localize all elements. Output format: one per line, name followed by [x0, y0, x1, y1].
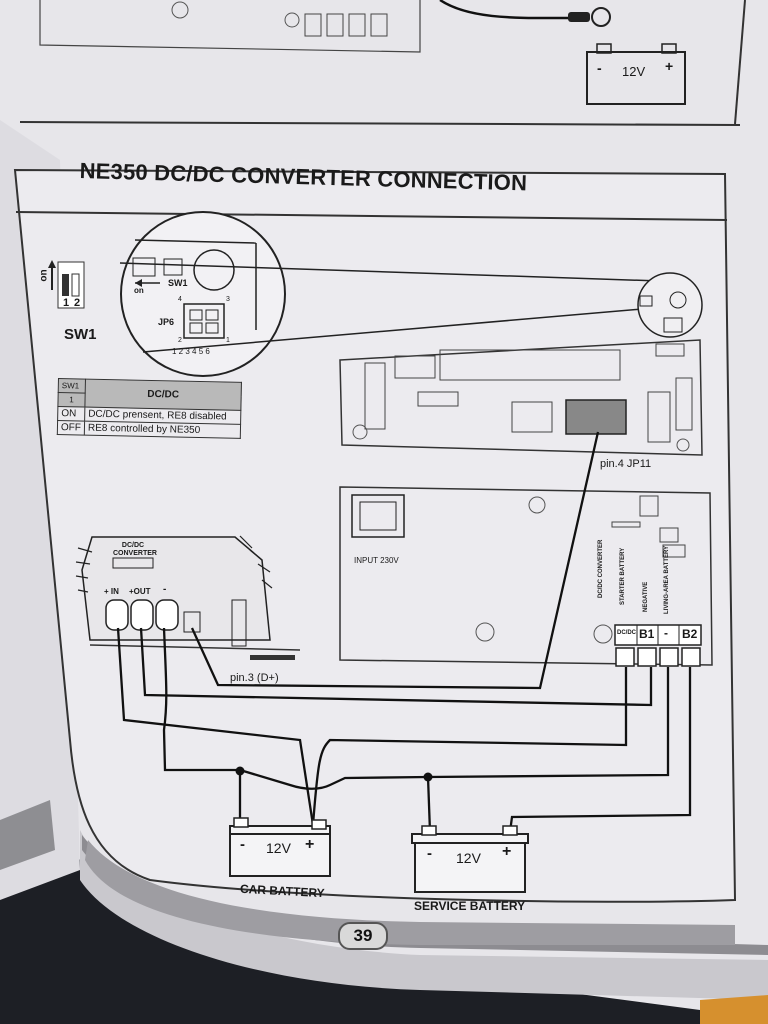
table-cell-state: OFF	[57, 420, 85, 436]
table-header-sw1: SW1	[58, 378, 86, 394]
table-cell-state: ON	[57, 406, 85, 422]
service-battery-name: SERVICE BATTERY	[414, 899, 526, 913]
term-neg-desc: NEGATIVE	[643, 581, 649, 612]
converter-neg-label: -	[163, 584, 167, 595]
input-label: INPUT 230V	[354, 556, 399, 565]
sw1-table: SW1 DC/DC 1 ON DC/DC prensent, RE8 disab…	[57, 378, 242, 439]
zoom-on-label: on	[134, 286, 144, 295]
car-battery-minus: -	[240, 836, 245, 853]
jp6-pin-numbers: 1 2 3 4 5 6	[172, 347, 210, 356]
switch-pos-1: 1	[63, 297, 70, 309]
pin3-label: pin.3 (D+)	[230, 672, 279, 684]
converter-box-title: DC/DC CONVERTER	[113, 542, 157, 557]
term-b1: B1	[639, 627, 655, 641]
term-neg: -	[664, 626, 668, 640]
pin4-label: pin.4 JP11	[600, 458, 652, 470]
switch-on-label: on	[38, 269, 50, 282]
zoom-sw1-label: SW1	[168, 278, 188, 288]
pin-4: 4	[178, 296, 182, 303]
term-dcdc: DC/DC	[617, 630, 636, 636]
table-header-sub: 1	[57, 392, 86, 408]
pin-2: 2	[178, 337, 182, 344]
top-battery-voltage: 12V	[622, 64, 646, 79]
sw1-label: SW1	[64, 326, 97, 343]
converter-in-label: + IN	[104, 587, 119, 596]
jp6-label: JP6	[158, 317, 175, 327]
converter-out-label: +OUT	[129, 587, 151, 596]
pin-1: 1	[226, 337, 230, 344]
car-battery-plus: +	[305, 836, 315, 853]
term-b2-desc: LIVING-AREA BATTERY	[664, 545, 670, 614]
service-battery-voltage: 12V	[456, 850, 481, 866]
table-header-dcdc: DC/DC	[84, 379, 242, 411]
top-battery-plus: +	[665, 58, 674, 74]
pin-3: 3	[226, 296, 230, 303]
top-battery-minus: -	[597, 60, 602, 76]
service-battery-plus: +	[502, 843, 512, 860]
page-number: 39	[338, 922, 388, 950]
term-b1-desc: STARTER BATTERY	[620, 547, 626, 605]
switch-pos-2: 2	[74, 297, 81, 309]
term-b2: B2	[682, 627, 698, 641]
table-cell-desc: RE8 controlled by NE350	[84, 421, 241, 439]
term-dcdc-desc: DC/DC CONVERTER	[598, 539, 604, 598]
car-battery-voltage: 12V	[266, 840, 291, 856]
service-battery-minus: -	[427, 845, 432, 862]
